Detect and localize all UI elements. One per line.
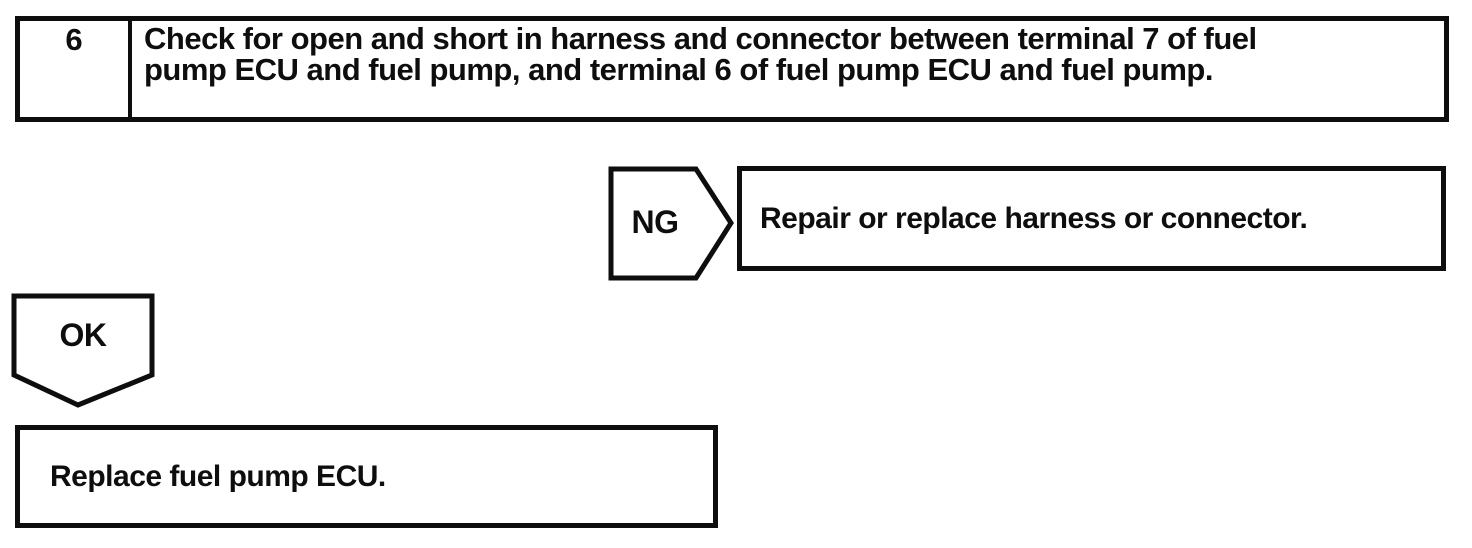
step-instruction: Check for open and short in harness and … [132,21,1444,117]
ok-label: OK [59,316,108,353]
step-number-cell: 6 [20,21,132,117]
step-instruction-line-2: pump ECU and fuel pump, and terminal 6 o… [144,52,1213,87]
ng-action-text: Repair or replace harness or connector. [760,201,1308,235]
ok-arrow-shape [11,293,156,408]
ng-action-box: Repair or replace harness or connector. [737,166,1446,271]
ng-arrow-shape [608,166,735,281]
step-number: 6 [65,22,83,57]
ok-action-text: Replace fuel pump ECU. [50,459,386,493]
step-box: 6 Check for open and short in harness an… [15,16,1449,122]
ok-action-box: Replace fuel pump ECU. [15,425,718,528]
ng-label: NG [631,204,680,240]
step-instruction-line-1: Check for open and short in harness and … [144,21,1257,56]
